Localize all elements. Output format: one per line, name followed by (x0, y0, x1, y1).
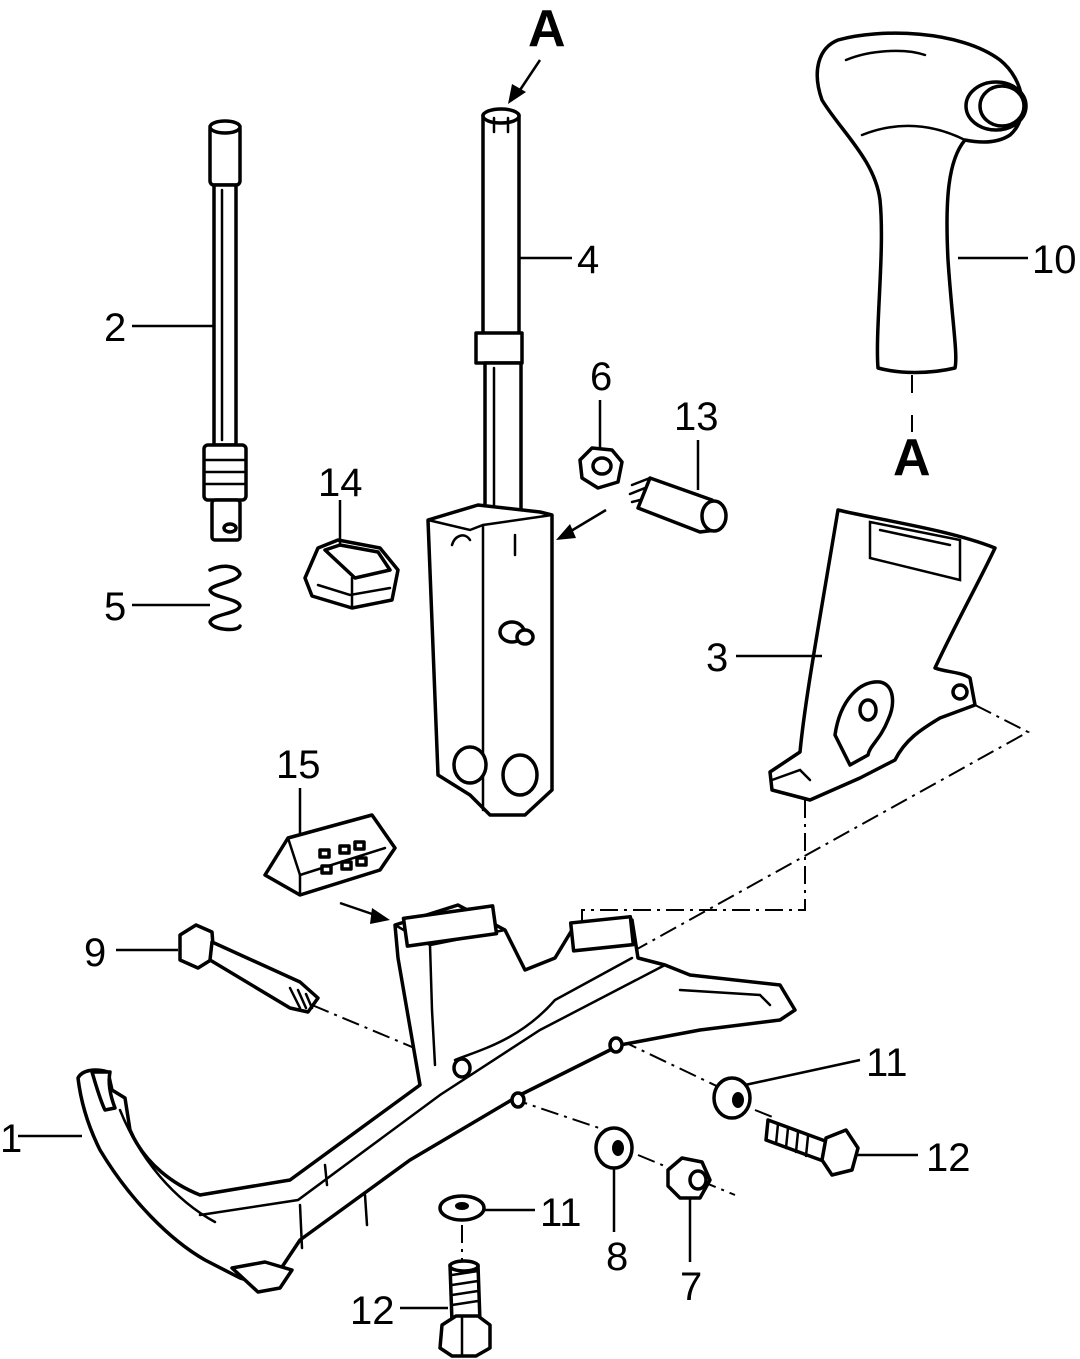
callout-7: 7 (680, 1265, 702, 1309)
reference-marks: A A (528, 0, 931, 487)
callout-3: 3 (706, 636, 728, 680)
callout-labels: 1 2 3 4 5 6 7 8 9 10 11 11 12 12 13 14 1… (0, 238, 1077, 1333)
spring (208, 564, 242, 632)
callout-9: 9 (84, 931, 106, 975)
washer-right (712, 1076, 752, 1120)
nut-lower (666, 1156, 712, 1200)
callout-8: 8 (606, 1235, 628, 1279)
nut (578, 446, 624, 490)
selector-knob (815, 31, 1028, 375)
reference-mark-a-knob: A (893, 429, 931, 487)
washer-middle (594, 1126, 634, 1170)
callout-15: 15 (276, 743, 321, 787)
rubber-block (303, 538, 400, 610)
callout-5: 5 (104, 585, 126, 629)
callout-10: 10 (1032, 238, 1077, 282)
callout-12-right: 12 (926, 1136, 971, 1180)
bracket-block (263, 813, 397, 897)
gate-plate (768, 508, 997, 802)
pivot-pin (628, 476, 728, 534)
callout-6: 6 (590, 355, 612, 399)
assembly-arrows (339, 59, 607, 924)
reference-mark-a-top: A (528, 0, 566, 58)
callout-12-bottom: 12 (350, 1289, 395, 1333)
callout-14: 14 (318, 461, 363, 505)
shift-lever (426, 107, 554, 817)
long-bolt (178, 923, 320, 1014)
callout-11-bottom: 11 (540, 1191, 582, 1235)
callout-13: 13 (674, 395, 719, 439)
leader-lines (18, 256, 1028, 1310)
selector-rod (202, 119, 248, 542)
bolt-bottom (438, 1259, 492, 1358)
bolt-right (764, 1118, 860, 1177)
callout-2: 2 (104, 306, 126, 350)
washer-bottom (438, 1194, 486, 1222)
main-bracket (76, 903, 797, 1294)
callout-1: 1 (0, 1117, 22, 1161)
callout-11-right: 11 (866, 1041, 908, 1085)
callout-4: 4 (577, 238, 599, 282)
